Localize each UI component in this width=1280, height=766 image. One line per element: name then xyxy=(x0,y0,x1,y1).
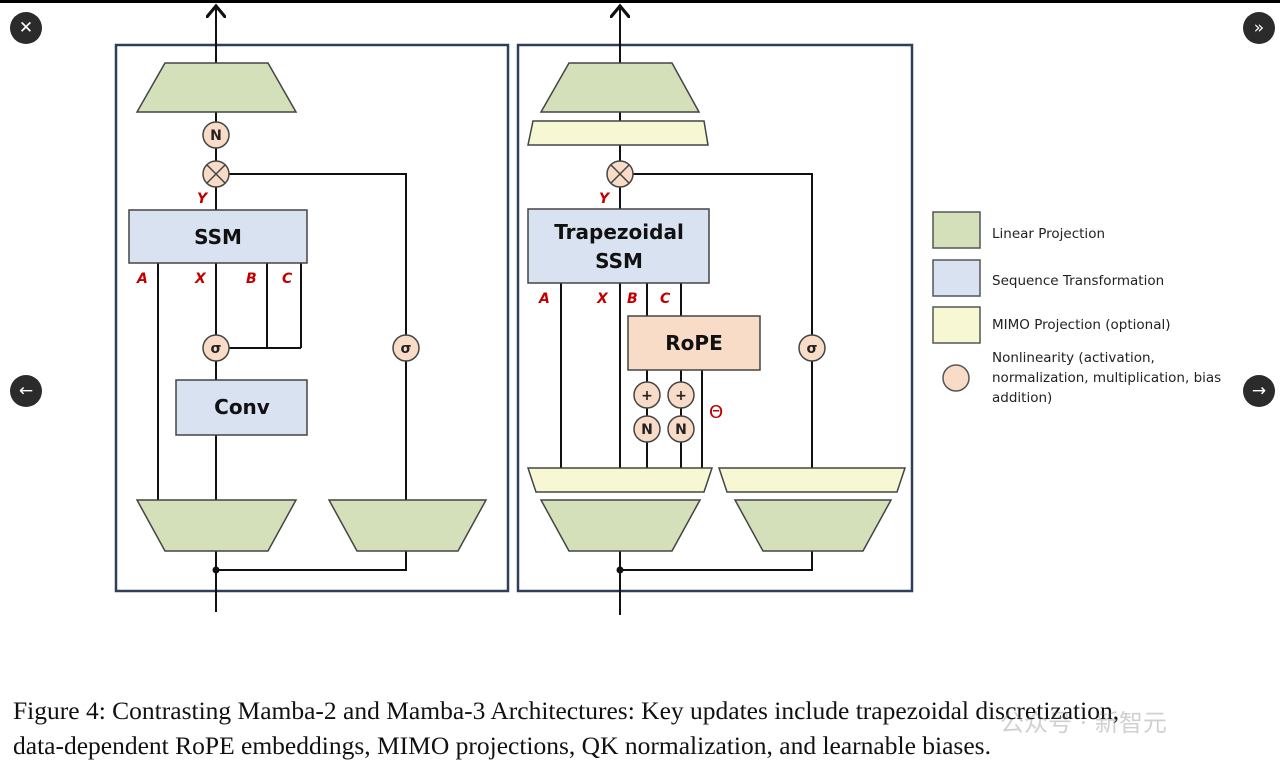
svg-text:N: N xyxy=(641,422,653,438)
input-projection xyxy=(135,499,298,552)
sigma-node: σ xyxy=(202,334,230,362)
svg-text:normalization, multiplication,: normalization, multiplication, bias xyxy=(992,370,1221,386)
svg-text:N: N xyxy=(210,128,222,144)
close-icon: ✕ xyxy=(18,18,34,38)
arrow-left-icon: ← xyxy=(18,381,34,401)
close-button[interactable]: ✕ xyxy=(10,12,42,44)
rope-label: RoPE xyxy=(665,331,722,355)
mimo-gate-projection xyxy=(717,467,907,493)
c-label: C xyxy=(282,271,293,287)
mimo-output-projection xyxy=(527,120,709,146)
mamba3-panel xyxy=(516,43,914,593)
skip-forward-button[interactable]: » xyxy=(1243,12,1275,44)
conv-block xyxy=(175,379,308,436)
multiply-node xyxy=(202,160,230,188)
output-projection xyxy=(539,62,701,113)
trapezoidal-ssm-label: SSM xyxy=(595,249,643,273)
ssm-block xyxy=(128,209,308,264)
norm-node: N xyxy=(633,415,661,443)
y-label: Y xyxy=(197,191,209,207)
norm-node: N xyxy=(202,121,230,149)
svg-text:Linear Projection: Linear Projection xyxy=(992,226,1105,242)
svg-text:σ: σ xyxy=(211,341,222,357)
x-label: X xyxy=(596,291,609,307)
bias-node: + xyxy=(667,381,695,409)
input-projection xyxy=(539,499,702,552)
ssm-label: SSM xyxy=(194,225,242,249)
gate-projection xyxy=(733,499,893,552)
svg-text:Nonlinearity (activation,: Nonlinearity (activation, xyxy=(992,350,1155,366)
output-projection xyxy=(135,62,298,113)
mamba2-panel xyxy=(114,43,510,593)
svg-text:MIMO Projection (optional): MIMO Projection (optional) xyxy=(992,317,1171,333)
svg-text:addition): addition) xyxy=(992,390,1052,406)
multiply-node xyxy=(606,160,634,188)
trapezoidal-ssm-block xyxy=(527,208,710,284)
theta-label: Θ xyxy=(709,402,723,423)
svg-text:σ: σ xyxy=(401,341,412,357)
a-label: A xyxy=(136,271,148,287)
svg-text:Sequence Transformation: Sequence Transformation xyxy=(992,273,1164,289)
a-label: A xyxy=(538,291,550,307)
legend: Linear Projection Sequence Transformatio… xyxy=(932,211,1221,406)
sigma-node: σ xyxy=(392,334,420,362)
next-image-button[interactable]: → xyxy=(1243,375,1275,407)
svg-text:+: + xyxy=(675,388,687,404)
bias-node: + xyxy=(633,381,661,409)
double-chevron-right-icon: » xyxy=(1253,18,1265,38)
gate-projection xyxy=(327,499,488,552)
previous-image-button[interactable]: ← xyxy=(10,375,42,407)
b-label: B xyxy=(246,271,257,287)
x-label: X xyxy=(194,271,207,287)
trapezoidal-ssm-label: Trapezoidal xyxy=(554,220,684,244)
architecture-diagram: N σ σ σ + + N N SSM Conv Trapezoidal SSM… xyxy=(114,0,1221,615)
arrow-right-icon: → xyxy=(1251,381,1267,401)
rope-block xyxy=(627,315,761,371)
svg-text:N: N xyxy=(675,422,687,438)
b-label: B xyxy=(627,291,638,307)
svg-text:+: + xyxy=(641,388,653,404)
norm-node: N xyxy=(667,415,695,443)
caption-line: data-dependent RoPE embeddings, MIMO pro… xyxy=(13,731,991,760)
svg-text:σ: σ xyxy=(807,341,818,357)
y-label: Y xyxy=(599,191,611,207)
caption-line: Figure 4: Contrasting Mamba-2 and Mamba-… xyxy=(13,696,1120,725)
figure-caption: Figure 4: Contrasting Mamba-2 and Mamba-… xyxy=(13,693,1119,763)
sigma-node: σ xyxy=(798,334,826,362)
mimo-input-projection xyxy=(526,467,714,493)
watermark: 公众号 · 新智元 xyxy=(1000,709,1167,737)
c-label: C xyxy=(660,291,671,307)
conv-label: Conv xyxy=(214,395,270,419)
